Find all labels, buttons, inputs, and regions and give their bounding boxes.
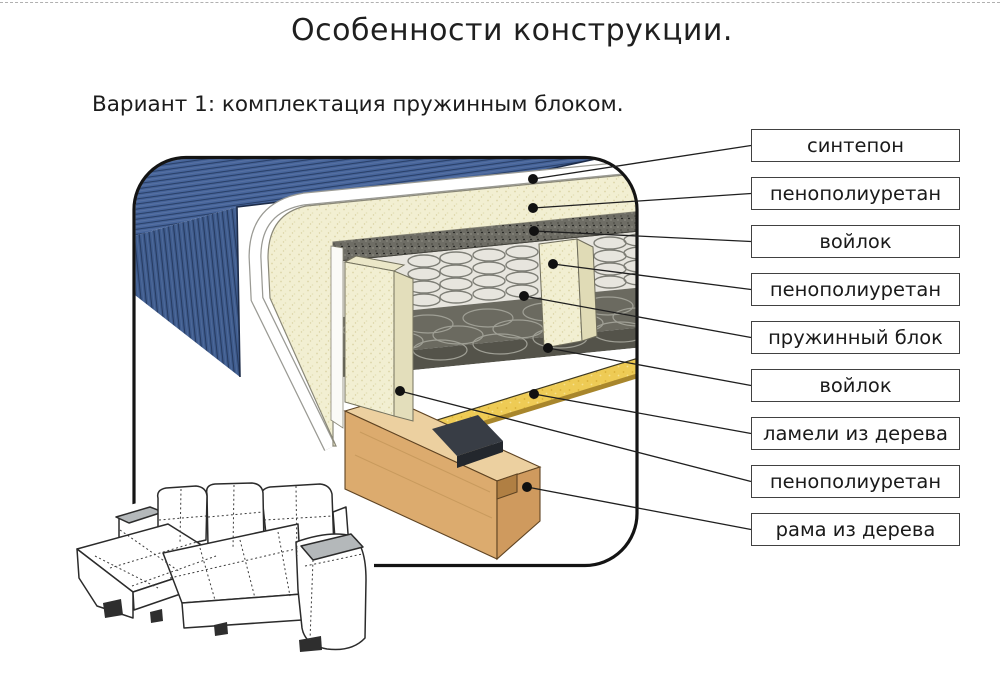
callout-dots	[395, 174, 558, 492]
top-dashed-divider	[0, 2, 1000, 3]
callout-label-spring-block: пружинный блок	[751, 321, 960, 354]
callout-label-sintepon: синтепон	[751, 129, 960, 162]
callout-label-wood-frame: рама из дерева	[751, 513, 960, 546]
cutaway-illustration	[135, 159, 636, 564]
callout-label-wood-slats: ламели из дерева	[751, 417, 960, 450]
illustration-frame	[132, 155, 639, 568]
page-title: Особенности конструкции.	[291, 13, 733, 48]
page-subtitle: Вариант 1: комплектация пружинным блоком…	[92, 92, 624, 117]
callout-label-foam-2: пенополиуретан	[751, 273, 960, 306]
sintepon-layer	[248, 159, 636, 451]
callout-label-foam-3: пенополиуретан	[751, 465, 960, 498]
callout-label-foam-1: пенополиуретан	[751, 177, 960, 210]
sofa-line-drawing	[64, 479, 374, 662]
callout-label-felt-1: войлок	[751, 225, 960, 258]
quilt-stitching	[94, 484, 363, 641]
leader-lines	[399, 144, 752, 531]
metal-bracket	[432, 415, 503, 468]
callout-label-felt-2: войлок	[751, 369, 960, 402]
foam-mid-block	[538, 238, 598, 349]
foam-arch	[267, 172, 636, 447]
foam-front-block	[330, 245, 414, 429]
